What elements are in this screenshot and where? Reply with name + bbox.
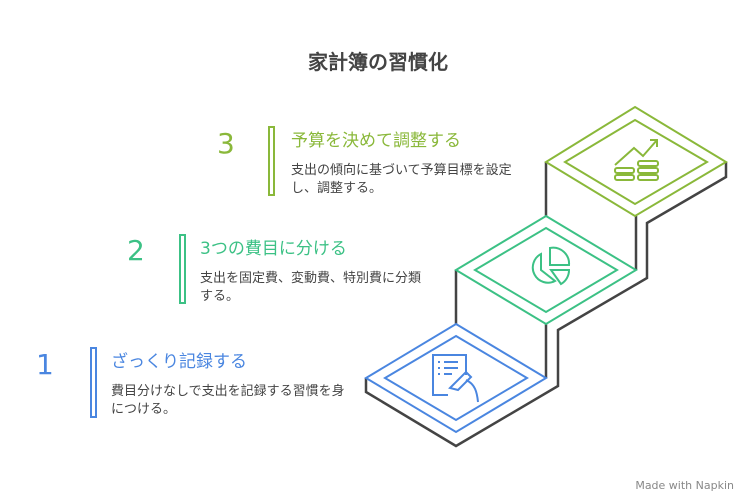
step-number: 3 (217, 127, 235, 160)
step-2-platform (454, 214, 638, 326)
document-writing-icon (432, 354, 479, 403)
step-title: 3つの費目に分ける (200, 239, 347, 259)
step-1-platform (364, 322, 548, 434)
step-title: ざっくり記録する (111, 352, 247, 372)
step-accent-bar (90, 347, 97, 418)
step-number: 1 (36, 348, 54, 381)
step-description: 支出を固定費、変動費、特別費に分類する。 (200, 271, 422, 304)
watermark: Made with Napkin (635, 479, 734, 492)
step-description: 支出の傾向に基づいて予算目標を設定し、調整する。 (291, 163, 512, 196)
step-title: 予算を決めて調整する (291, 131, 461, 151)
pie-chart-icon (531, 246, 571, 286)
step-description: 費目分けなしで支出を記録する習慣を身につける。 (111, 384, 345, 417)
step-number: 2 (127, 234, 145, 267)
step-accent-bar (179, 234, 186, 304)
stair-outline (364, 162, 728, 448)
step-accent-bar (268, 126, 275, 196)
page-title: 家計簿の習慣化 (308, 50, 448, 74)
growth-coins-icon (614, 139, 659, 181)
step-3-platform (544, 105, 728, 218)
